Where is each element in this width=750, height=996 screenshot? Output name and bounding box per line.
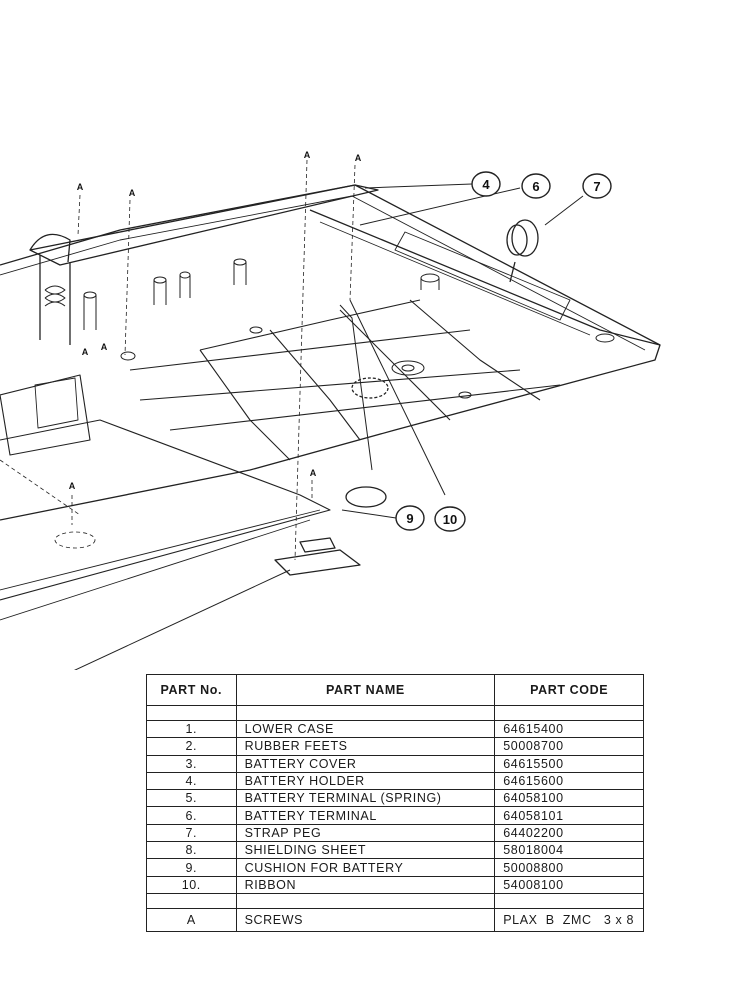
- callout-4: 4: [471, 171, 501, 197]
- table-spacer: [146, 705, 644, 721]
- header-part-no: PART No.: [146, 674, 237, 706]
- lower-case-outline: [0, 184, 661, 521]
- table-row: 4. BATTERY HOLDER 64615600: [146, 772, 644, 791]
- table-spacer: [146, 893, 644, 909]
- screw-markers: A A A A A A A A: [69, 150, 362, 491]
- screw-label: A: [82, 347, 89, 357]
- exploded-parts-diagram: 4 6 7 9 10 A A A A A A A A: [0, 150, 661, 670]
- strap-peg: [506, 219, 539, 283]
- table-row: 3. BATTERY COVER 64615500: [146, 755, 644, 773]
- screw-label: A: [355, 153, 362, 163]
- callout-markers: 4 6 7 9 10: [395, 171, 612, 532]
- battery-holder: [29, 184, 379, 266]
- screw-label: A: [129, 188, 136, 198]
- table-row: 9. CUSHION FOR BATTERY 50008800: [146, 858, 644, 877]
- callout-7: 7: [582, 173, 612, 199]
- table-row: 6. BATTERY TERMINAL 64058101: [146, 806, 644, 825]
- parts-list-table: PART No. PART NAME PART CODE 1. LOWER CA…: [146, 674, 644, 932]
- screw-label: A: [101, 342, 108, 352]
- svg-text:4: 4: [482, 177, 490, 192]
- header-part-code: PART CODE: [494, 674, 644, 706]
- svg-text:6: 6: [532, 179, 539, 194]
- screw-label: A: [77, 182, 84, 192]
- svg-text:7: 7: [593, 179, 600, 194]
- table-row: 2. RUBBER FEETS 50008700: [146, 737, 644, 756]
- callout-6: 6: [521, 173, 551, 199]
- table-header-row: PART No. PART NAME PART CODE: [146, 674, 644, 706]
- table-row: 10. RIBBON 54008100: [146, 876, 644, 894]
- table-row-screws: A SCREWS PLAX B ZMC 3 x 8: [146, 908, 644, 932]
- screw-label: A: [69, 481, 76, 491]
- header-part-name: PART NAME: [235, 674, 496, 706]
- svg-text:9: 9: [406, 511, 413, 526]
- shielding-sheet: [0, 419, 331, 601]
- svg-text:10: 10: [443, 512, 457, 527]
- screw-label: A: [310, 468, 317, 478]
- table-row: 7. STRAP PEG 64402200: [146, 824, 644, 843]
- table-row: 5. BATTERY TERMINAL (SPRING) 64058100: [146, 789, 644, 808]
- table-row: 8. SHIELDING SHEET 58018004: [146, 841, 644, 860]
- callout-9: 9: [395, 505, 425, 531]
- screw-label: A: [304, 150, 311, 160]
- table-row: 1. LOWER CASE 64615400: [146, 720, 644, 739]
- callout-10: 10: [434, 506, 466, 532]
